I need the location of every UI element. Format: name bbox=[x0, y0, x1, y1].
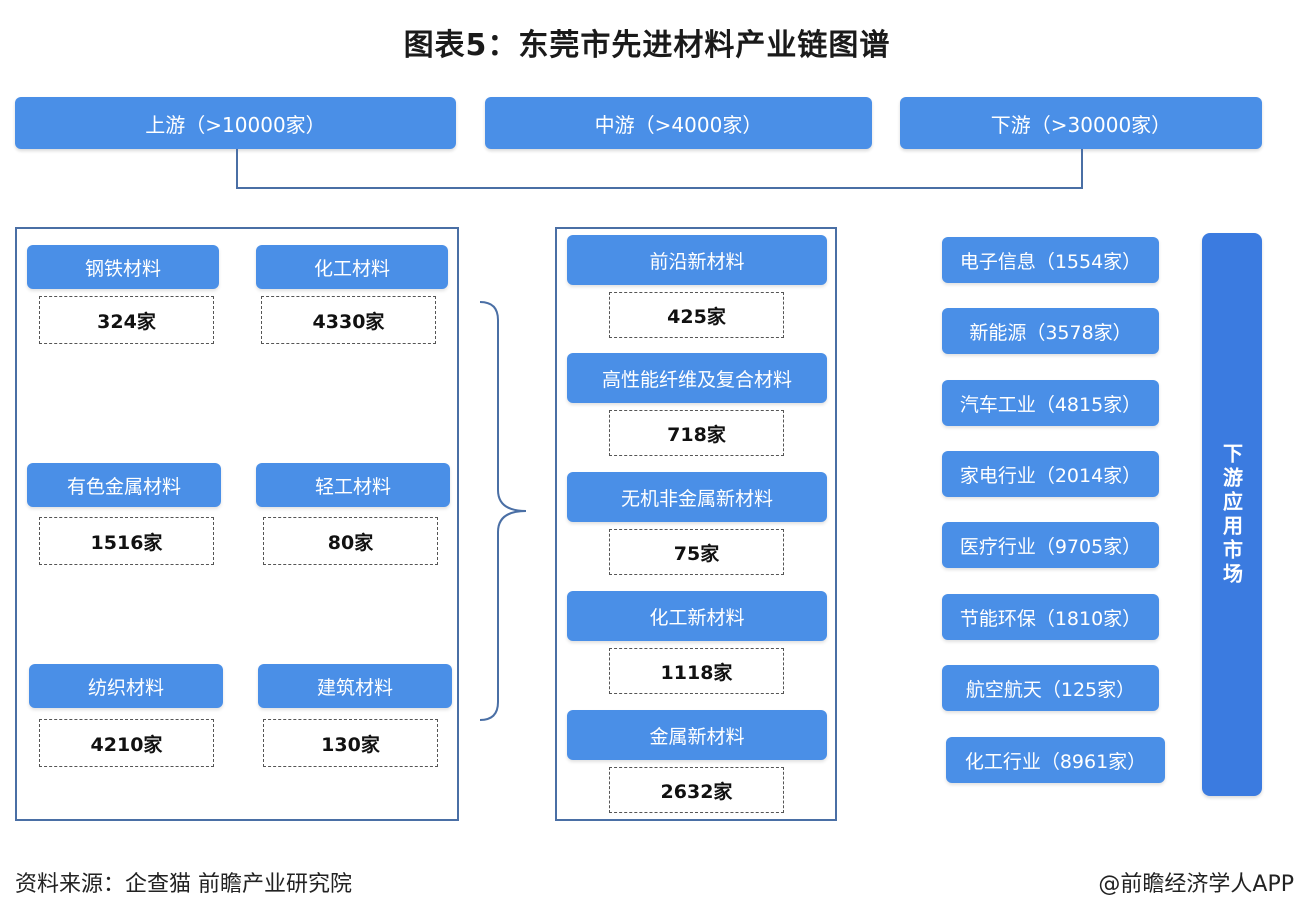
stage-midstream: 中游（>4000家） bbox=[485, 97, 872, 149]
downstream-market-label: 下游应用市场 bbox=[1202, 233, 1262, 796]
midstream-count-frontier: 425家 bbox=[609, 292, 784, 338]
upstream-count-textile: 4210家 bbox=[39, 719, 214, 767]
brand-credit: @前瞻经济学人APP bbox=[1098, 872, 1294, 897]
downstream-item-chemical-industry: 化工行业（8961家） bbox=[946, 737, 1165, 783]
midstream-count-fiber-composite: 718家 bbox=[609, 410, 784, 456]
midstream-count-chemical-new: 1118家 bbox=[609, 648, 784, 694]
midstream-item-fiber-composite: 高性能纤维及复合材料 bbox=[567, 353, 827, 403]
upstream-count-chemical: 4330家 bbox=[261, 296, 436, 344]
upstream-item-nonferrous: 有色金属材料 bbox=[27, 463, 221, 507]
upstream-count-steel: 324家 bbox=[39, 296, 214, 344]
brace-connector bbox=[479, 301, 527, 721]
downstream-item-electronics: 电子信息（1554家） bbox=[942, 237, 1159, 283]
stage-connector bbox=[236, 149, 1083, 189]
midstream-item-chemical-new: 化工新材料 bbox=[567, 591, 827, 641]
upstream-count-building: 130家 bbox=[263, 719, 438, 767]
midstream-count-inorganic: 75家 bbox=[609, 529, 784, 575]
chart-title: 图表5：东莞市先进材料产业链图谱 bbox=[403, 28, 891, 63]
upstream-item-light-industry: 轻工材料 bbox=[256, 463, 450, 507]
downstream-item-new-energy: 新能源（3578家） bbox=[942, 308, 1159, 354]
downstream-item-medical: 医疗行业（9705家） bbox=[942, 522, 1159, 568]
upstream-count-nonferrous: 1516家 bbox=[39, 517, 214, 565]
upstream-item-steel: 钢铁材料 bbox=[27, 245, 219, 289]
midstream-count-metal-new: 2632家 bbox=[609, 767, 784, 813]
midstream-item-metal-new: 金属新材料 bbox=[567, 710, 827, 760]
midstream-item-inorganic: 无机非金属新材料 bbox=[567, 472, 827, 522]
upstream-count-light-industry: 80家 bbox=[263, 517, 438, 565]
downstream-market-text: 下游应用市场 bbox=[1219, 442, 1244, 587]
stage-downstream: 下游（>30000家） bbox=[900, 97, 1262, 149]
downstream-item-environmental: 节能环保（1810家） bbox=[942, 594, 1159, 640]
downstream-item-aerospace: 航空航天（125家） bbox=[942, 665, 1159, 711]
downstream-item-automotive: 汽车工业（4815家） bbox=[942, 380, 1159, 426]
upstream-item-chemical: 化工材料 bbox=[256, 245, 448, 289]
source-note: 资料来源：企查猫 前瞻产业研究院 bbox=[15, 872, 352, 897]
midstream-item-frontier: 前沿新材料 bbox=[567, 235, 827, 285]
upstream-item-textile: 纺织材料 bbox=[29, 664, 223, 708]
stage-upstream: 上游（>10000家） bbox=[15, 97, 456, 149]
upstream-item-building: 建筑材料 bbox=[258, 664, 452, 708]
downstream-item-appliances: 家电行业（2014家） bbox=[942, 451, 1159, 497]
